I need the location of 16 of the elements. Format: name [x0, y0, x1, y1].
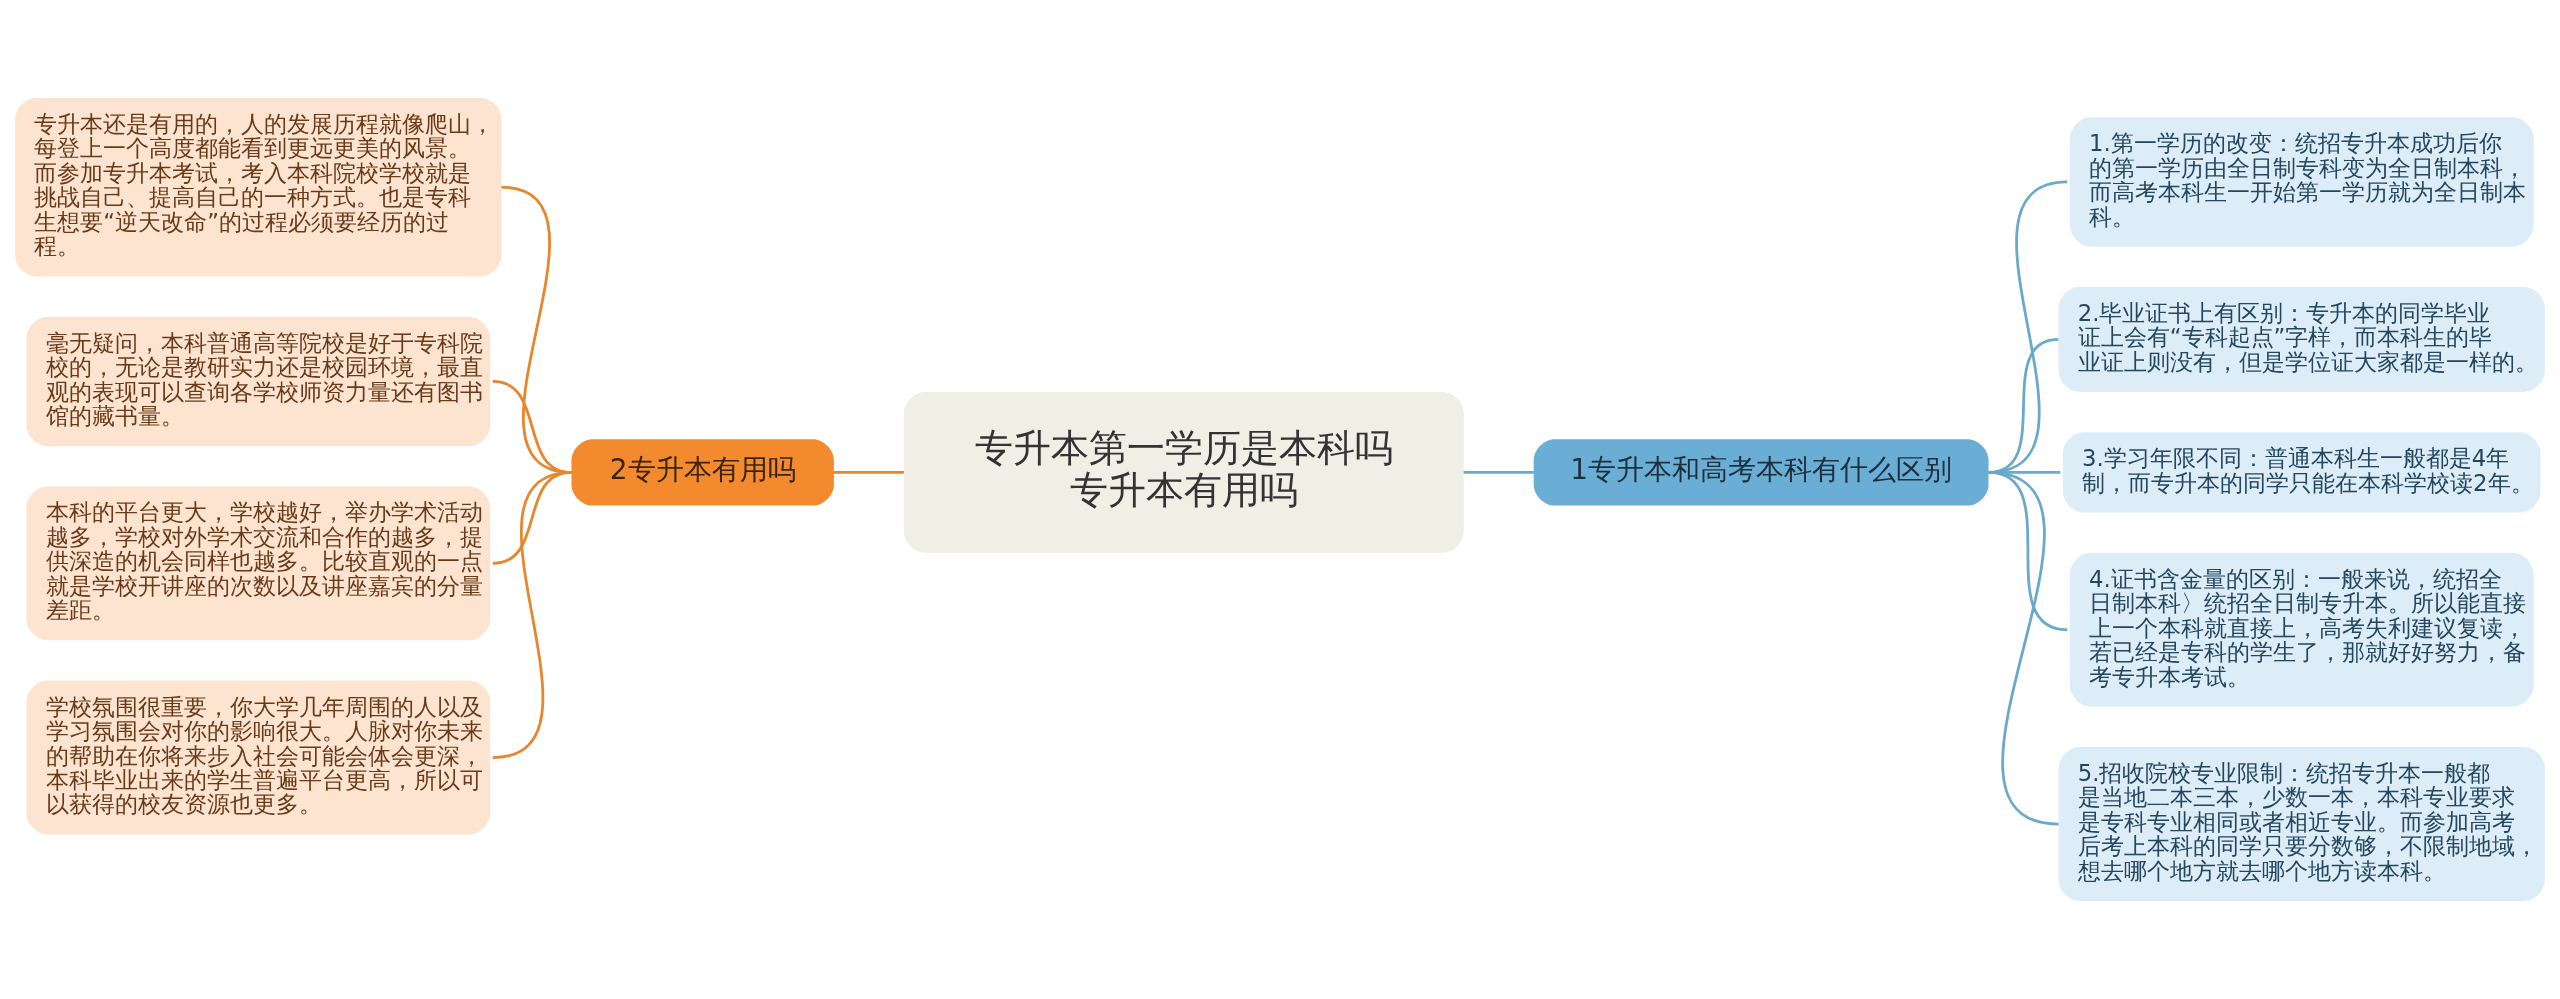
node-box: 2.毕业证书上有区别：专升本的同学毕业证上会有“专科起点”字样，而本科生的毕业证上则没有，但是学位证大家都是一样的。 [2058, 286, 2545, 392]
connector [833, 471, 904, 474]
node-box: 专升本第一学历是本科吗专升本有用吗 [903, 391, 1464, 553]
node-box: 2专升本有用吗 [571, 439, 834, 506]
node-box: 5.招收院校专业限制：统招专升本一般都是当地二本三本，少数一本，本科专业要求是专科专业相同或者相近专业。而参加高考后考上本科的同学只要分数够，不限制地域，想去哪个地方就去哪个地方读本科。 [2058, 747, 2545, 901]
node-box: 1.第一学历的改变：统招专升本成功后你的第一学历由全日制专科变为全日制本科，而高考本科生一开始第一学历就为全日制本科。 [2069, 117, 2534, 247]
connector [492, 471, 572, 759]
connector [1463, 471, 1534, 474]
node-box: 学校氛围很重要，你大学几年周围的人以及学习氛围会对你的影响很大。人脉对你未来的帮助在你将来步入社会可能会体会更深，本科毕业出来的学生普遍平台更高，所以可以获得的校友资源也更多。 [26, 680, 491, 835]
node-box: 本科的平台更大，学校越好，举办学术活动越多，学校对外学术交流和合作的越多，提供深造的机会同样也越多。比较直观的一点就是学校开讲座的次数以及讲座嘉宾的分量差距。 [26, 486, 491, 641]
node-box: 毫无疑问，本科普通高等院校是好于专科院校的，无论是教研实力还是校园环境，最直观的表现可以查询各学校师资力量还有图书馆的藏书量。 [26, 316, 491, 447]
node-box: 专升本还是有用的，人的发展历程就像爬山，每登上一个高度都能看到更远更美的风景。而参加专升本考试，考入本科院校学校就是挑战自己、提高自己的一种方式。也是专科生想要“逆天改命”的过程必须要经历的过程。 [15, 98, 502, 277]
node-box: 3.学习年限不同：普通本科生一般都是4年制，而专升本的同学只能在本科学校读2年。 [2062, 432, 2541, 513]
node-box: 1专升本和高考本科有什么区别 [1533, 439, 1989, 506]
node-box: 4.证书含金量的区别：一般来说，统招全日制本科〉统招全日制专升本。所以能直接上一个本科就直接上，高考失利建议复读，若已经是专科的学生了，那就好好努力，备考专升本考试。 [2069, 552, 2534, 707]
connector [1988, 471, 2059, 826]
